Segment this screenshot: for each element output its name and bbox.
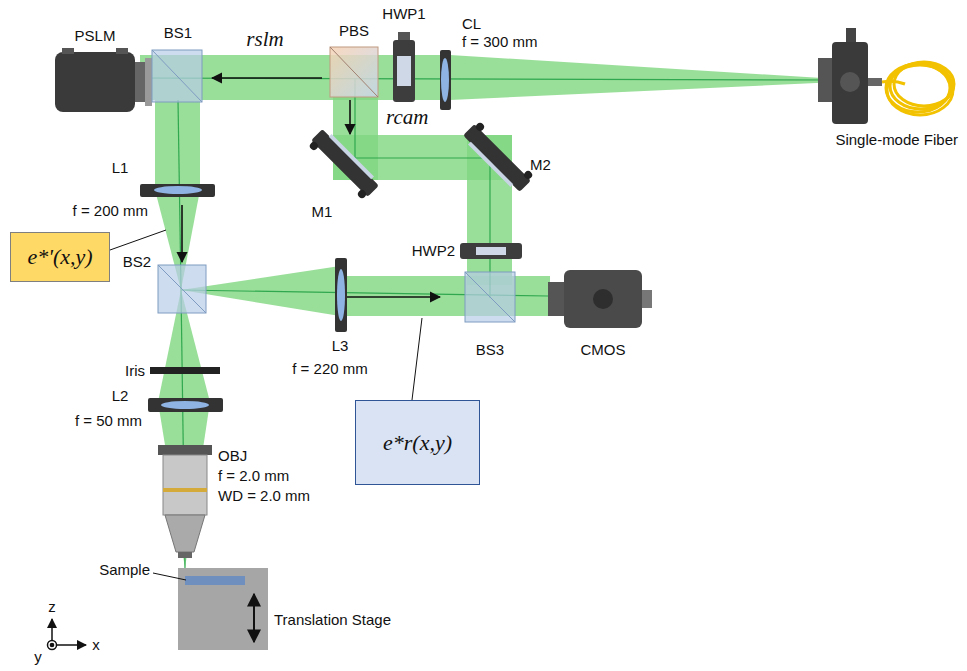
part-label: L1 — [112, 160, 129, 177]
part-label: PSLM — [75, 28, 116, 45]
part-label: CL — [462, 16, 481, 33]
part-label: WD = 2.0 mm — [218, 488, 310, 505]
leader-line — [110, 230, 422, 400]
mirror-mount — [307, 120, 535, 201]
part-label: x — [92, 637, 100, 654]
fiber-collimator — [818, 28, 882, 124]
part-label: Sample — [99, 562, 150, 579]
objective — [158, 445, 212, 558]
laser-beam — [140, 55, 838, 568]
part-label: BS3 — [476, 342, 504, 359]
part-label: BS2 — [123, 254, 151, 271]
annotation-box: e*'(x,y) — [10, 232, 110, 282]
part-label: M2 — [530, 157, 551, 174]
part-label: CMOS — [581, 342, 626, 359]
polarizing-beam-splitter — [330, 47, 378, 97]
direction-arrow — [182, 78, 440, 297]
part-label: HWP1 — [382, 6, 425, 23]
half-wave-plate — [393, 32, 415, 102]
part-label: f = 300 mm — [462, 34, 537, 51]
part-label: HWP2 — [412, 243, 455, 260]
part-label: rslm — [246, 28, 283, 51]
translation-stage — [153, 568, 268, 650]
part-label: f = 220 mm — [292, 361, 367, 378]
part-label: PBS — [339, 23, 369, 40]
part-label: f = 200 mm — [73, 203, 148, 220]
fiber-coil — [882, 62, 954, 115]
camera — [548, 270, 652, 328]
field-label: e*'(x,y) — [27, 244, 92, 270]
beam-axis — [140, 78, 838, 568]
part-label: BS1 — [164, 25, 192, 42]
part-label: OBJ — [218, 448, 247, 465]
part-label: L2 — [112, 388, 129, 405]
part-label: f = 2.0 mm — [218, 468, 289, 485]
half-wave-plate — [460, 243, 522, 259]
field-label: e*r(x,y) — [383, 430, 452, 456]
lens — [140, 50, 451, 412]
part-label: f = 50 mm — [75, 413, 142, 430]
part-label: Iris — [125, 363, 145, 380]
part-label: M1 — [312, 204, 333, 221]
part-label: Translation Stage — [274, 612, 391, 629]
axes — [48, 619, 87, 650]
annotation-box: e*r(x,y) — [355, 400, 480, 485]
part-label: rcam — [386, 106, 428, 129]
part-label: Single-mode Fiber — [835, 132, 958, 149]
part-label: L3 — [332, 338, 349, 355]
iris — [150, 367, 220, 374]
slm — [55, 48, 152, 112]
part-label: z — [48, 599, 56, 616]
part-label: y — [34, 649, 42, 666]
